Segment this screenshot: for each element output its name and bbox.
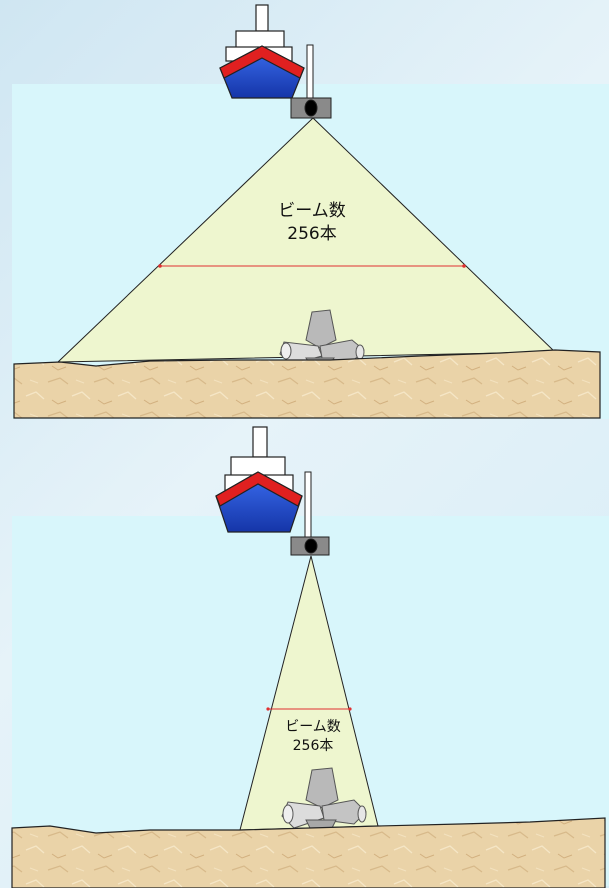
- swath-marker-left-end: [266, 707, 270, 711]
- beam-count-title: ビーム数: [278, 201, 346, 221]
- beam-count-value: 256本: [292, 737, 334, 754]
- seabed: [13, 349, 601, 419]
- sonar-transducer-icon: [290, 44, 332, 119]
- ship-icon: [215, 426, 303, 533]
- wide-beam-diagram: [12, 4, 609, 419]
- beam-count-label: ビーム数 256本: [268, 718, 358, 756]
- swath-marker-left-end: [158, 264, 162, 268]
- beam-count-title: ビーム数: [285, 719, 341, 735]
- sonar-transducer-icon: [290, 471, 330, 556]
- narrow-beam-panel: ビーム数 256本: [0, 420, 609, 888]
- ship-icon: [219, 4, 305, 99]
- narrow-beam-diagram: [11, 426, 609, 888]
- swath-marker-right-end: [462, 264, 466, 268]
- beam-count-label: ビーム数 256本: [262, 200, 362, 246]
- beam-count-value: 256本: [287, 223, 337, 244]
- wide-beam-panel: ビーム数 256本: [0, 0, 609, 420]
- seabed: [11, 817, 606, 888]
- tetrapod-block-icon: [281, 767, 367, 829]
- swath-marker-right-end: [348, 707, 352, 711]
